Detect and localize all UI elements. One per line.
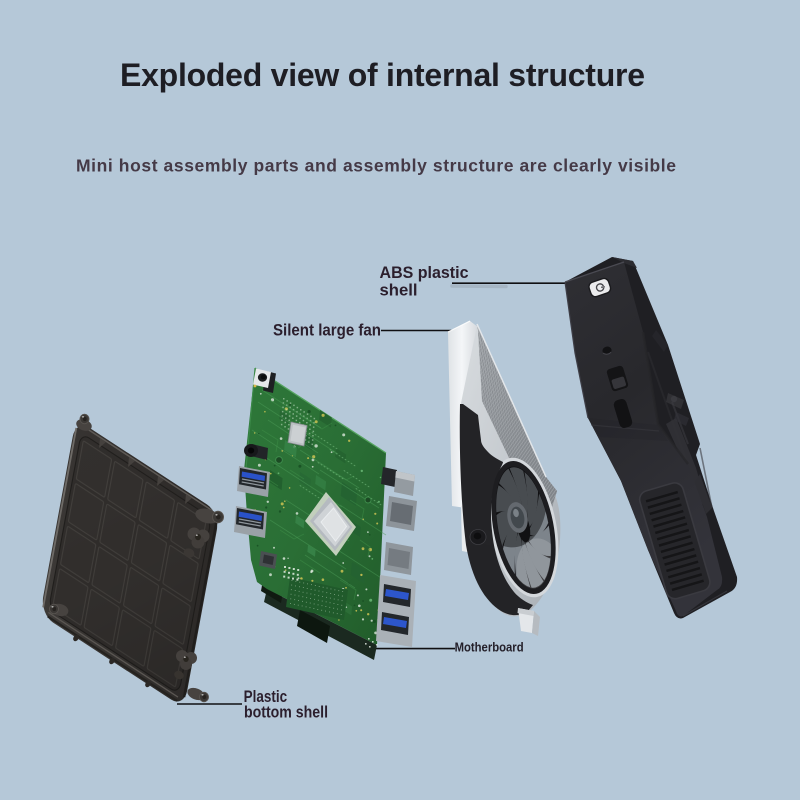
svg-text:Silent large fan: Silent large fan <box>273 321 381 340</box>
svg-text:Exploded view of internal stru: Exploded view of internal structure <box>120 57 645 93</box>
svg-text:Mini host assembly parts and a: Mini host assembly parts and assembly st… <box>76 156 676 176</box>
svg-text:Plastic: Plastic <box>244 688 288 706</box>
svg-text:bottom shell: bottom shell <box>244 704 328 722</box>
svg-text:shell: shell <box>380 281 418 300</box>
svg-text:ABS plastic: ABS plastic <box>380 263 469 282</box>
svg-text:Motherboard: Motherboard <box>455 640 524 654</box>
